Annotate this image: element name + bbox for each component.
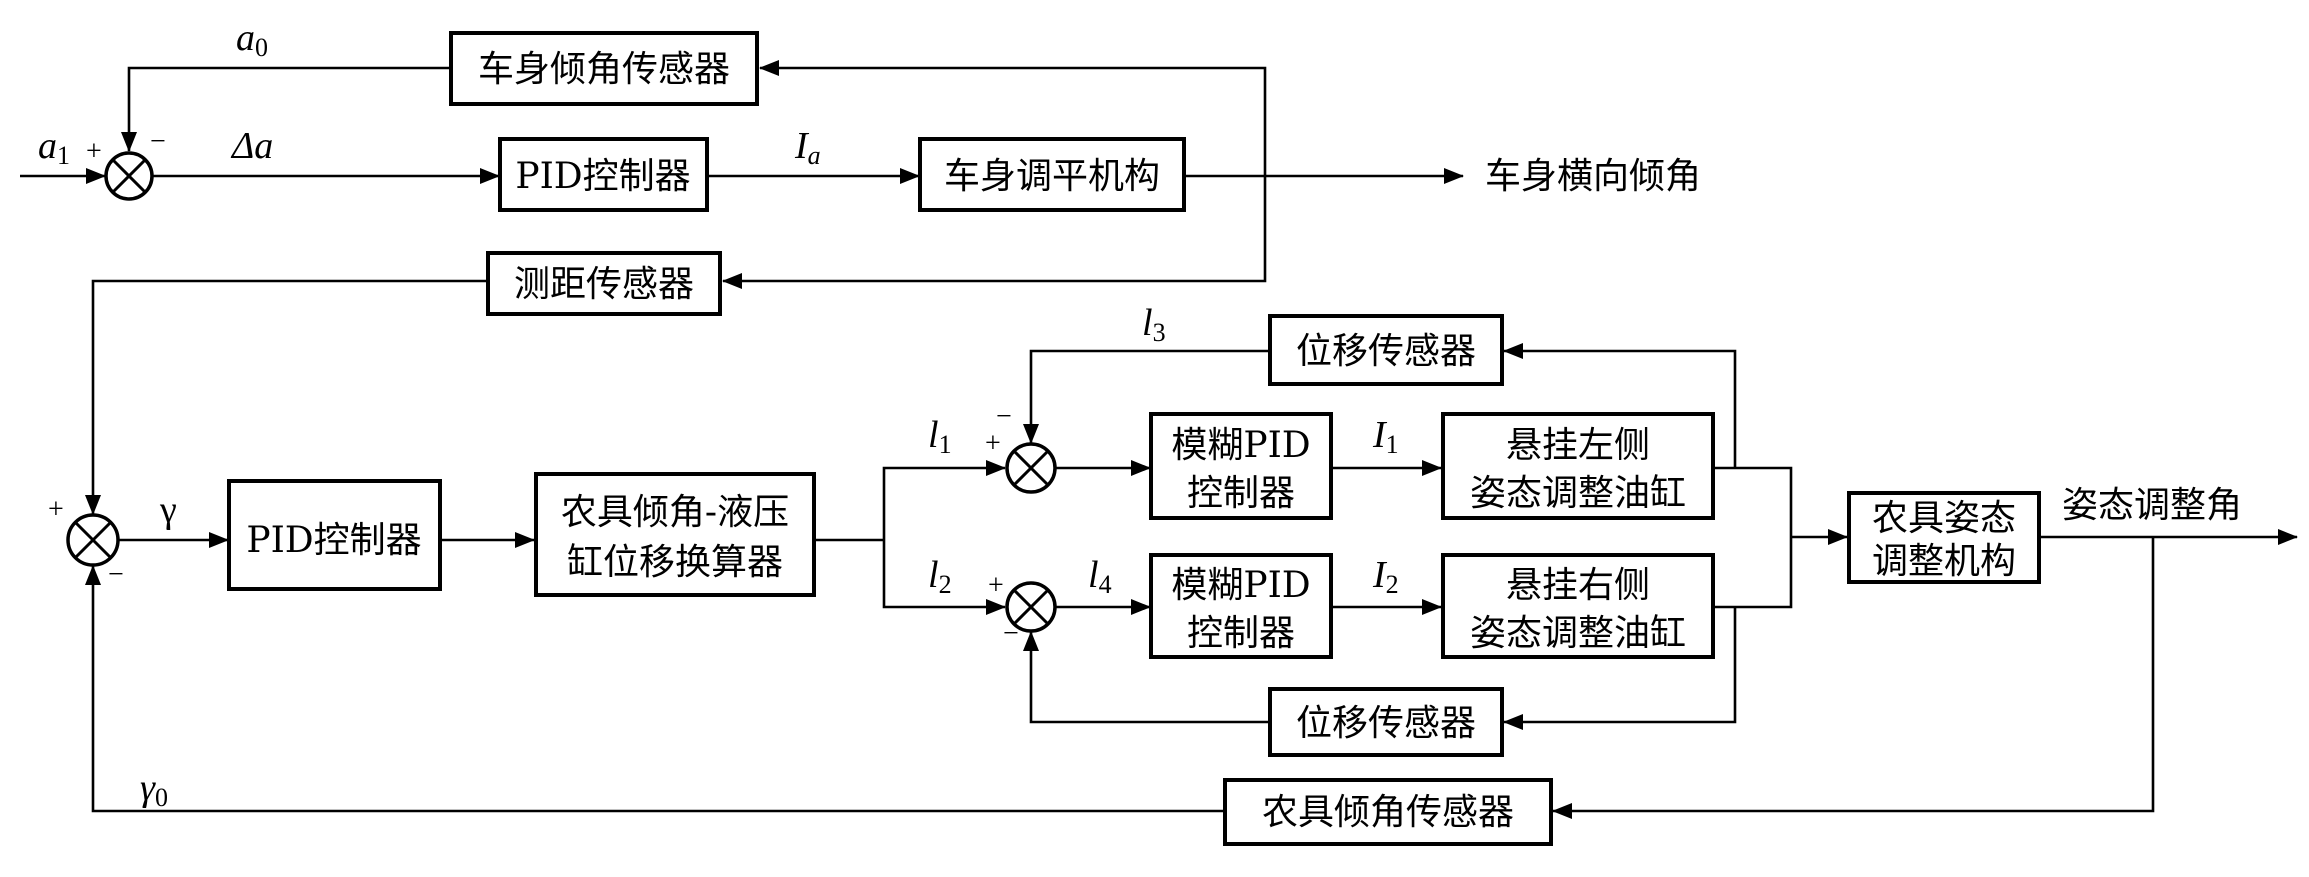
implement-mechanism-block: 农具姿态 调整机构 (1847, 491, 2041, 584)
output-attitude-angle: 姿态调整角 (2062, 485, 2242, 526)
sum-junction-left (1005, 442, 1057, 494)
disp-bottom-feedback-line (1503, 607, 1737, 730)
svg-text:悬挂右侧: 悬挂右侧 (1506, 565, 1650, 606)
label-I2: I2 (1372, 554, 1399, 599)
sum1-plus-sign: + (86, 136, 102, 167)
sum2-minus-sign: − (108, 559, 124, 590)
l3-line (1023, 349, 1270, 444)
svg-text:车身调平机构: 车身调平机构 (944, 156, 1160, 197)
svg-text:PID控制器: PID控制器 (515, 156, 690, 197)
svg-text:缸位移换算器: 缸位移换算器 (567, 542, 783, 583)
range-sensor-block: 测距传感器 (486, 251, 722, 316)
svg-text:调整机构: 调整机构 (1872, 541, 2016, 582)
displacement-sensor-top-block: 位移传感器 (1268, 314, 1504, 386)
label-a1: a1 (38, 125, 70, 170)
converter-block: 农具倾角-液压 缸位移换算器 (534, 472, 816, 597)
pid-main-block: PID控制器 (227, 479, 442, 591)
pid-top-block: PID控制器 (498, 137, 709, 212)
gamma0-feedback-line (85, 565, 1225, 813)
svg-text:位移传感器: 位移传感器 (1296, 703, 1476, 744)
svg-text:农具倾角-液压: 农具倾角-液压 (561, 492, 789, 533)
svg-text:模糊PID: 模糊PID (1171, 425, 1310, 466)
cylinder-right-block: 悬挂右侧 姿态调整油缸 (1441, 553, 1715, 659)
range-feedback-line (722, 176, 1267, 289)
sum4-minus-sign: − (1003, 618, 1019, 649)
svg-text:位移传感器: 位移传感器 (1296, 331, 1476, 372)
sum3-minus-sign: − (996, 401, 1012, 432)
svg-text:姿态调整油缸: 姿态调整油缸 (1470, 613, 1686, 654)
label-delta-a: Δa (230, 125, 273, 167)
cyl-left-out-line (1713, 466, 1793, 609)
implement-tilt-sensor-block: 农具倾角传感器 (1223, 778, 1553, 846)
body-tilt-sensor-block: 车身倾角传感器 (449, 31, 759, 106)
fuzzy-pid-right-block: 模糊PID 控制器 (1149, 553, 1333, 659)
svg-text:农具姿态: 农具姿态 (1872, 498, 2016, 539)
disp-bottom-to-sum4-line (1023, 631, 1270, 724)
svg-text:测距传感器: 测距传感器 (514, 264, 694, 305)
label-l3: l3 (1142, 302, 1166, 347)
label-I1: I1 (1372, 414, 1399, 459)
a0-feedback-line (121, 66, 451, 152)
sum4-plus-sign: + (988, 570, 1004, 601)
label-gamma: γ (159, 489, 177, 531)
sum-junction-body (104, 151, 154, 201)
sum-junction-main (66, 513, 120, 567)
output-body-lateral-tilt: 车身横向倾角 (1485, 156, 1701, 197)
l2-line (882, 540, 1006, 615)
label-l4: l4 (1088, 554, 1112, 599)
l1-line (882, 460, 1006, 540)
fuzzy-pid-left-block: 模糊PID 控制器 (1149, 412, 1333, 520)
implement-feedback-line (1552, 537, 2155, 819)
body-feedback-line (759, 60, 1267, 176)
label-Ia: Ia (794, 125, 821, 170)
sum1-minus-sign: − (150, 126, 166, 157)
svg-text:车身倾角传感器: 车身倾角传感器 (478, 49, 730, 90)
cylinder-left-block: 悬挂左侧 姿态调整油缸 (1441, 412, 1715, 520)
label-l2: l2 (928, 554, 952, 599)
label-l1: l1 (928, 414, 952, 459)
label-gamma0: γ0 (140, 767, 168, 812)
svg-text:模糊PID: 模糊PID (1171, 565, 1310, 606)
disp-top-feedback-line (1503, 343, 1737, 468)
sum3-plus-sign: + (985, 428, 1001, 459)
sum2-plus-sign: + (48, 494, 64, 525)
label-a0: a0 (236, 17, 268, 62)
svg-text:控制器: 控制器 (1187, 613, 1295, 654)
svg-text:控制器: 控制器 (1187, 473, 1295, 514)
sum-junction-right (1005, 581, 1057, 633)
svg-text:PID控制器: PID控制器 (246, 520, 421, 561)
body-leveling-block: 车身调平机构 (918, 137, 1186, 212)
svg-text:姿态调整油缸: 姿态调整油缸 (1470, 473, 1686, 514)
svg-text:农具倾角传感器: 农具倾角传感器 (1262, 792, 1514, 833)
svg-text:悬挂左侧: 悬挂左侧 (1506, 425, 1650, 466)
range-to-sum2-line (85, 279, 488, 515)
displacement-sensor-bottom-block: 位移传感器 (1268, 687, 1504, 757)
